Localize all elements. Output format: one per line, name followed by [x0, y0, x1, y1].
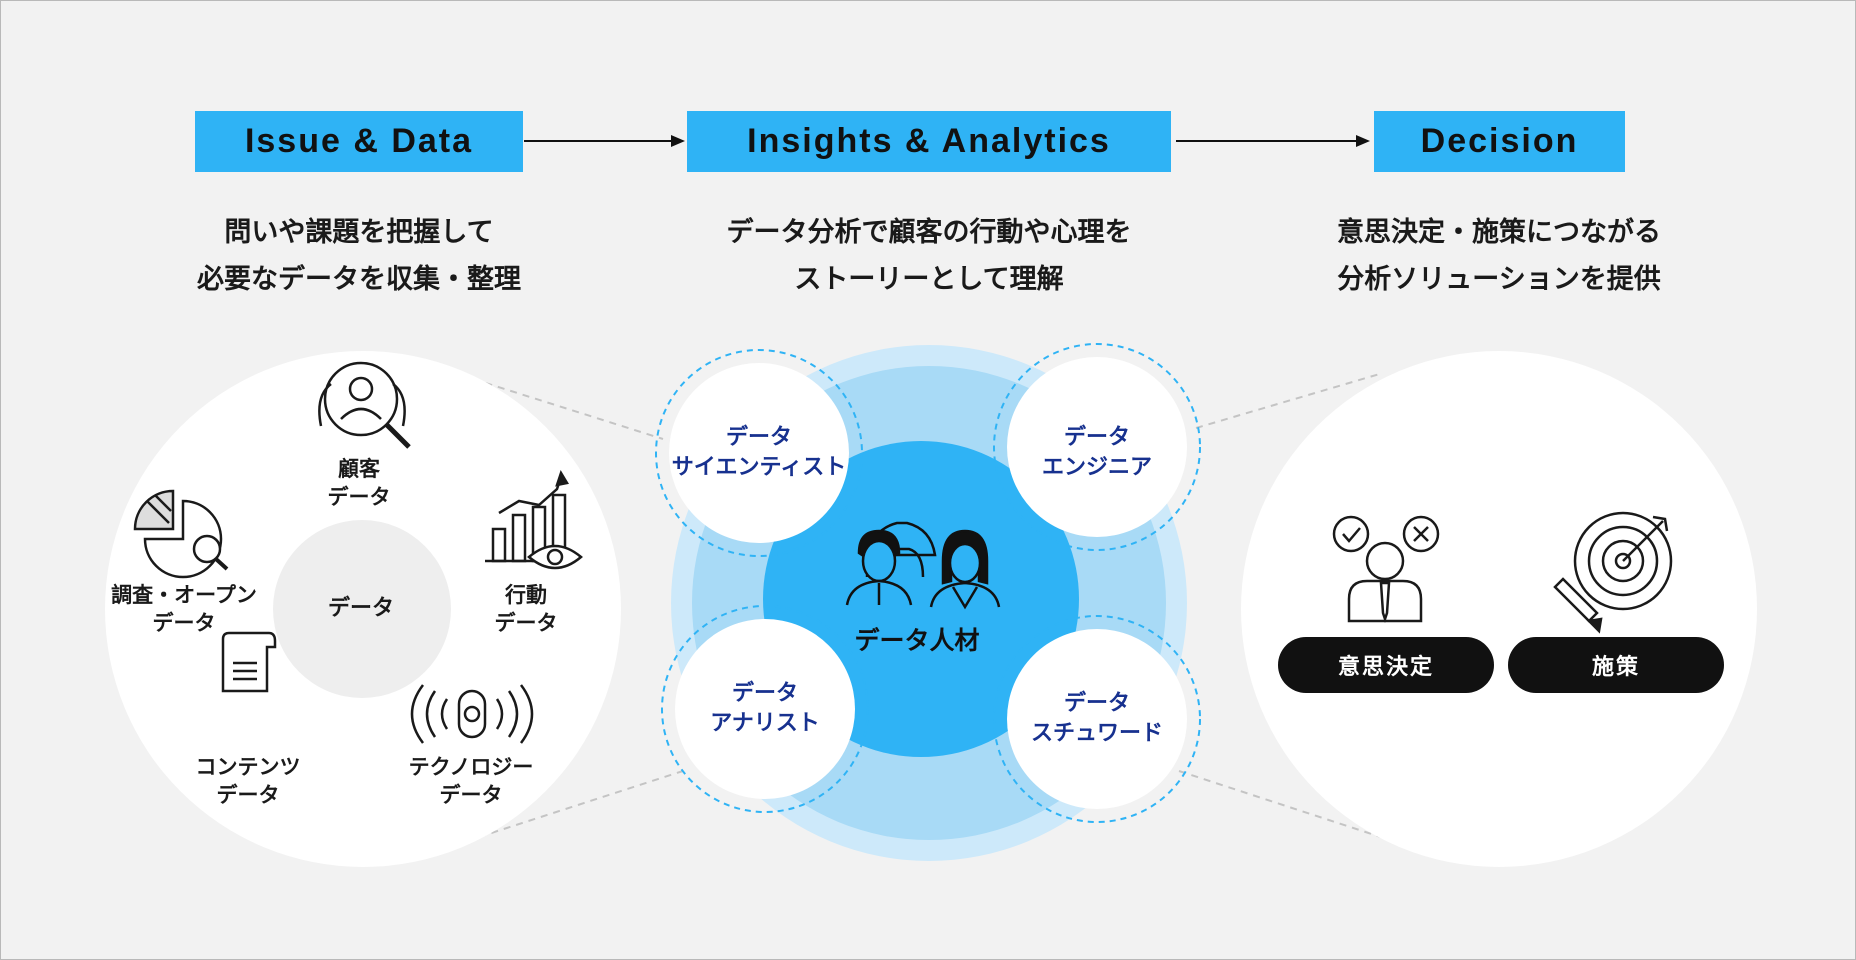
- subtitle-issue: 問いや課題を把握して 必要なデータを収集・整理: [139, 209, 579, 303]
- data-center-circle: [273, 520, 451, 698]
- role-steward-line1: データ: [1063, 691, 1131, 716]
- customer-search-icon: [318, 361, 411, 449]
- connector-lines: [472, 372, 1394, 842]
- role-analyst-line2: アナリスト: [710, 711, 820, 736]
- role-analyst-line1: データ: [731, 681, 798, 706]
- survey-data-label: 調査・オープン データ: [111, 581, 257, 637]
- subtitle-insights-line1: データ分析で顧客の行動や心理を: [726, 217, 1132, 248]
- role-circle-engineer: [993, 343, 1201, 551]
- customer-data-line2: データ: [327, 485, 391, 509]
- role-steward-label: データ スチュワード: [1031, 689, 1163, 749]
- step-insights-analytics: Insights & Analytics: [687, 111, 1171, 172]
- survey-data-line2: データ: [152, 611, 216, 635]
- role-scientist-line1: データ: [725, 425, 792, 450]
- male-figure-icon: [845, 529, 913, 606]
- technology-data-line2: データ: [439, 783, 503, 807]
- role-scientist-line2: サイエンティスト: [671, 455, 847, 480]
- role-scientist-label: データ サイエンティスト: [672, 423, 846, 483]
- target-pencil-icon: [1553, 511, 1673, 634]
- subtitle-decision-line1: 意思決定・施策につながる: [1337, 217, 1661, 248]
- pie-chart-search-icon: [133, 489, 229, 579]
- subtitle-issue-line1: 問いや課題を把握して: [224, 217, 494, 248]
- document-icon: [221, 631, 277, 693]
- subtitle-decision-line2: 分析ソリューションを提供: [1337, 264, 1661, 295]
- content-data-label: コンテンツ データ: [196, 753, 301, 809]
- measure-pill: 施策: [1508, 637, 1724, 693]
- female-figure-icon: [929, 529, 1001, 610]
- decision-person-icon: [1332, 515, 1440, 623]
- bar-chart-eye-icon: [485, 470, 583, 570]
- content-data-line1: コンテンツ: [195, 755, 301, 779]
- sensor-waves-icon: [410, 684, 534, 744]
- behavior-data-line2: データ: [494, 611, 558, 635]
- role-circle-steward: [993, 615, 1201, 823]
- role-steward-line2: スチュワード: [1030, 721, 1164, 746]
- data-talent-label: データ人材: [854, 626, 980, 655]
- survey-data-line1: 調査・オープン: [111, 583, 257, 607]
- technology-data-label: テクノロジー データ: [409, 753, 534, 809]
- decision-circle: [1241, 351, 1757, 867]
- role-circle-scientist: [655, 349, 863, 557]
- subtitle-insights-line2: ストーリーとして理解: [794, 264, 1064, 295]
- subtitle-issue-line2: 必要なデータを収集・整理: [197, 264, 521, 295]
- arrow-insights-to-decision: [1176, 135, 1370, 147]
- customer-data-label: 顧客 データ: [328, 455, 391, 511]
- role-engineer-line1: データ: [1063, 425, 1131, 450]
- behavior-data-line1: 行動: [505, 583, 547, 607]
- technology-data-line1: テクノロジー: [408, 755, 534, 779]
- role-engineer-label: データ エンジニア: [1042, 423, 1152, 483]
- subtitle-insights: データ分析で顧客の行動や心理を ストーリーとして理解: [629, 209, 1229, 303]
- decision-pill: 意思決定: [1278, 637, 1494, 693]
- subtitle-decision: 意思決定・施策につながる 分析ソリューションを提供: [1269, 209, 1729, 303]
- behavior-data-label: 行動 データ: [495, 581, 558, 637]
- role-engineer-line2: エンジニア: [1041, 455, 1153, 480]
- arrow-issue-to-insights: [524, 135, 685, 147]
- step-decision: Decision: [1374, 111, 1625, 172]
- step-issue-data: Issue & Data: [195, 111, 523, 172]
- content-data-line2: データ: [216, 783, 280, 807]
- customer-data-line1: 顧客: [338, 457, 380, 481]
- data-center-label: データ: [327, 596, 395, 621]
- role-analyst-label: データ アナリスト: [710, 679, 820, 739]
- role-circle-analyst: [661, 605, 869, 813]
